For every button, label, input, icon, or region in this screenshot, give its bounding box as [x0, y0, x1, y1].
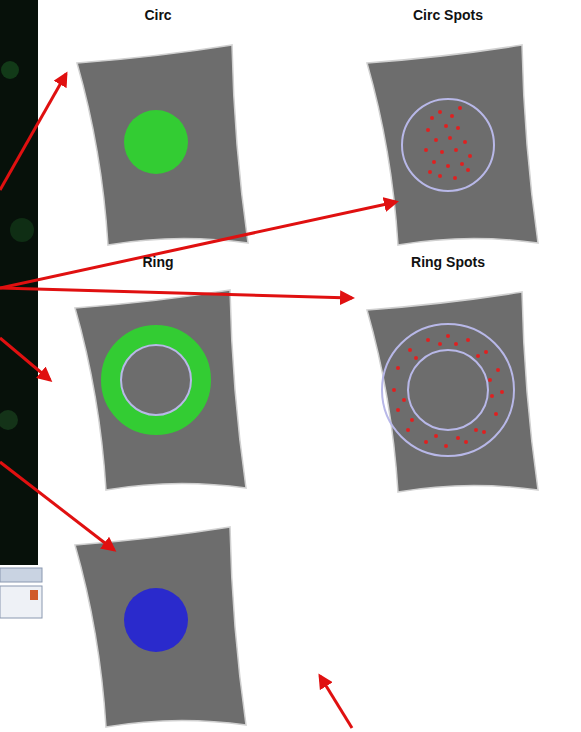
- panel-title: Circ: [68, 6, 248, 24]
- leader-arrow: [0, 288, 352, 298]
- panel-title: Circ Spots: [358, 6, 538, 24]
- red-spots: [392, 334, 504, 448]
- cell-panel: Circ: [68, 6, 248, 246]
- leader-arrow: [320, 676, 352, 728]
- cell-panel: Ring Spots: [358, 253, 538, 493]
- leader-arrow: [0, 74, 66, 190]
- panel-title: Ring Spots: [358, 253, 538, 271]
- red-spots: [424, 106, 472, 180]
- inner-outline: [121, 345, 191, 415]
- green-circle: [124, 110, 188, 174]
- leader-arrow: [0, 462, 114, 550]
- cell-panel: Circ Spots: [358, 6, 538, 246]
- window-icon: [30, 590, 38, 600]
- panel-title: Ring: [68, 253, 248, 271]
- inner-outline: [408, 350, 488, 430]
- outer-outline: [382, 324, 514, 456]
- leader-arrow: [0, 202, 396, 288]
- cell-shape: [77, 45, 248, 245]
- cell-shape: [75, 290, 246, 490]
- cell-shape: [367, 45, 538, 245]
- cell-shape: [75, 527, 246, 727]
- green-ring: [111, 335, 201, 425]
- micrograph-blob: [0, 410, 18, 430]
- cell-panel: Ring: [68, 253, 248, 493]
- window-panel: [0, 586, 42, 618]
- circle-outline: [402, 99, 494, 191]
- leader-arrow: [0, 338, 50, 380]
- micrograph-blob: [10, 218, 34, 242]
- window-toolbar: [0, 568, 42, 582]
- blue-circle: [124, 588, 188, 652]
- micrograph-blob: [1, 61, 19, 79]
- cell-shape: [367, 292, 538, 492]
